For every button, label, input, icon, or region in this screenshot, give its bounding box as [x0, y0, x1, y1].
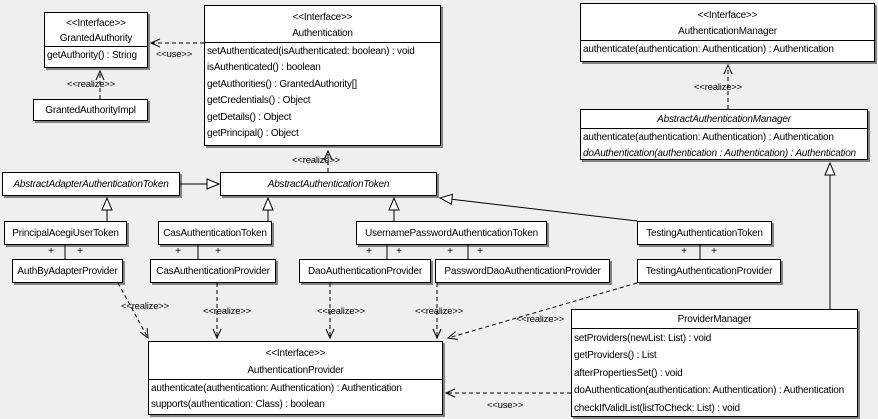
realize-label: <<realize>>	[67, 79, 115, 90]
stereotype-label: <<Interface>>	[265, 348, 326, 359]
realize-label: <<realize>>	[292, 155, 340, 166]
class-name: CasAuthenticationToken	[163, 227, 267, 239]
multiplicity-plus: +	[215, 246, 221, 257]
class-name: GrantedAuthority	[59, 33, 133, 44]
multiplicity-plus: +	[175, 246, 181, 257]
class-auth-by-adapter-provider: AuthByAdapterProvider	[12, 259, 123, 283]
class-name: ProviderManager	[677, 314, 752, 325]
realize-label: <<realize>>	[694, 82, 742, 93]
multiplicity-plus: +	[366, 246, 372, 257]
class-granted-authority-impl: GrantedAuthorityImpl	[33, 99, 148, 121]
method: authenticate(authentication: Authenticat…	[151, 383, 402, 394]
methods-compartment: authenticate(authentication: Authenticat…	[581, 40, 874, 58]
realize-label: <<realize>>	[317, 306, 365, 317]
class-authentication-provider: <<Interface>> AuthenticationProvider aut…	[148, 341, 443, 415]
multiplicity-plus: +	[77, 246, 83, 257]
association-edges	[64, 245, 701, 259]
class-name: PasswordDaoAuthenticationProvider	[444, 265, 601, 277]
class-granted-authority: <<Interface>> GrantedAuthority getAuthor…	[44, 12, 148, 68]
multiplicity-plus: +	[477, 246, 483, 257]
class-authentication-manager: <<Interface>> AuthenticationManager auth…	[580, 3, 875, 62]
class-name: CasAuthenticationProvider	[156, 265, 270, 277]
methods-compartment: getAuthority() : String	[45, 46, 147, 64]
stereotype-label: <<Interface>>	[292, 12, 353, 23]
class-header: <<Interface>> AuthenticationManager	[581, 4, 874, 40]
class-name: PrincipalAcegiUserToken	[12, 227, 119, 239]
class-header: <<Interface>> AuthenticationProvider	[149, 342, 442, 379]
class-name: DaoAuthenticationProvider	[308, 265, 422, 277]
multiplicity-plus: +	[681, 246, 687, 257]
class-principal-acegi-user-token: PrincipalAcegiUserToken	[4, 221, 127, 245]
multiplicity-plus: +	[396, 246, 402, 257]
edge-realize-authbyadapter-provider	[117, 282, 149, 340]
method: afterPropertiesSet() : void	[574, 367, 683, 379]
class-testing-authentication-token: TestingAuthenticationToken	[637, 221, 772, 245]
class-username-password-authentication-token: UsernamePasswordAuthenticationToken	[356, 221, 547, 245]
edge-realize-testing-provider	[446, 282, 638, 340]
class-abstract-adapter-authentication-token: AbstractAdapterAuthenticationToken	[2, 172, 180, 196]
class-dao-authentication-provider: DaoAuthenticationProvider	[299, 259, 431, 283]
realize-label: <<realize>>	[415, 306, 463, 317]
dashed-edges	[95, 38, 733, 398]
multiplicity-plus: +	[48, 246, 54, 257]
realize-label: <<realize>>	[121, 301, 169, 312]
stereotype-label: <<Interface>>	[697, 10, 758, 21]
class-cas-authentication-provider: CasAuthenticationProvider	[150, 259, 276, 283]
class-name: GrantedAuthorityImpl	[45, 104, 136, 116]
method: authenticate(authentication: Authenticat…	[583, 132, 834, 143]
method: getAuthority() : String	[47, 50, 137, 61]
method: getAuthorities() : GrantedAuthority[]	[207, 78, 357, 90]
methods-compartment: setProviders(newList: List) : void getPr…	[572, 328, 857, 417]
multiplicity-plus: +	[447, 246, 453, 257]
methods-compartment: authenticate(authentication: Authenticat…	[149, 379, 442, 414]
class-header: <<Interface>> Authentication	[205, 6, 440, 42]
method: setProviders(newList: List) : void	[574, 333, 712, 344]
class-cas-authentication-token: CasAuthenticationToken	[158, 221, 272, 245]
class-password-dao-authentication-provider: PasswordDaoAuthenticationProvider	[435, 259, 610, 283]
class-name: AbstractAdapterAuthenticationToken	[13, 178, 169, 190]
generalization-edges	[101, 161, 836, 309]
class-name: UsernamePasswordAuthenticationToken	[364, 227, 539, 239]
method: setAuthenticated(isAuthenticated: boolea…	[207, 46, 415, 57]
edge-testing-token-to-abstract-token	[438, 193, 638, 222]
class-authentication: <<Interface>> Authentication setAuthenti…	[204, 5, 441, 146]
use-label: <<use>>	[486, 400, 524, 411]
method: getCredentials() : Object	[207, 95, 311, 107]
class-name: AbstractAuthenticationToken	[267, 178, 390, 190]
use-label: <<use>>	[155, 49, 193, 60]
method: getPrincipal() : Object	[207, 128, 299, 140]
class-name: Authentication	[292, 28, 353, 39]
class-abstract-authentication-manager: AbstractAuthenticationManager authentica…	[580, 109, 868, 160]
multiplicity-plus: +	[711, 246, 717, 257]
method: getDetails() : Object	[207, 111, 292, 123]
method: supports(authentication: Class) : boolea…	[151, 399, 325, 411]
class-name: AuthenticationProvider	[247, 365, 344, 376]
methods-compartment: authenticate(authentication: Authenticat…	[581, 128, 867, 161]
stereotype-label: <<Interface>>	[66, 18, 126, 29]
method: isAuthenticated() : boolean	[207, 62, 321, 74]
method: doAuthentication(authentication: Authent…	[574, 385, 844, 397]
class-name: AuthenticationManager	[678, 26, 777, 37]
method: authenticate(authentication: Authenticat…	[583, 44, 834, 55]
class-abstract-authentication-token: AbstractAuthenticationToken	[220, 172, 437, 196]
method: getProviders() : List	[574, 350, 657, 362]
class-provider-manager: ProviderManager setProviders(newList: Li…	[571, 309, 858, 417]
method: doAuthentication(authentication : Authen…	[583, 147, 856, 159]
realize-label: <<realize>>	[203, 306, 251, 317]
class-name: AuthByAdapterProvider	[17, 265, 118, 277]
class-name: AbstractAuthenticationManager	[657, 114, 791, 125]
class-testing-authentication-provider: TestingAuthenticationProvider	[637, 259, 781, 283]
methods-compartment: setAuthenticated(isAuthenticated: boolea…	[205, 42, 440, 142]
class-name: TestingAuthenticationProvider	[645, 265, 773, 277]
realize-label: <<realize>>	[516, 314, 564, 325]
class-name: TestingAuthenticationToken	[646, 227, 763, 239]
class-header: <<Interface>> GrantedAuthority	[45, 13, 147, 46]
method: checkIfValidList(listToCheck: List) : vo…	[574, 402, 740, 414]
